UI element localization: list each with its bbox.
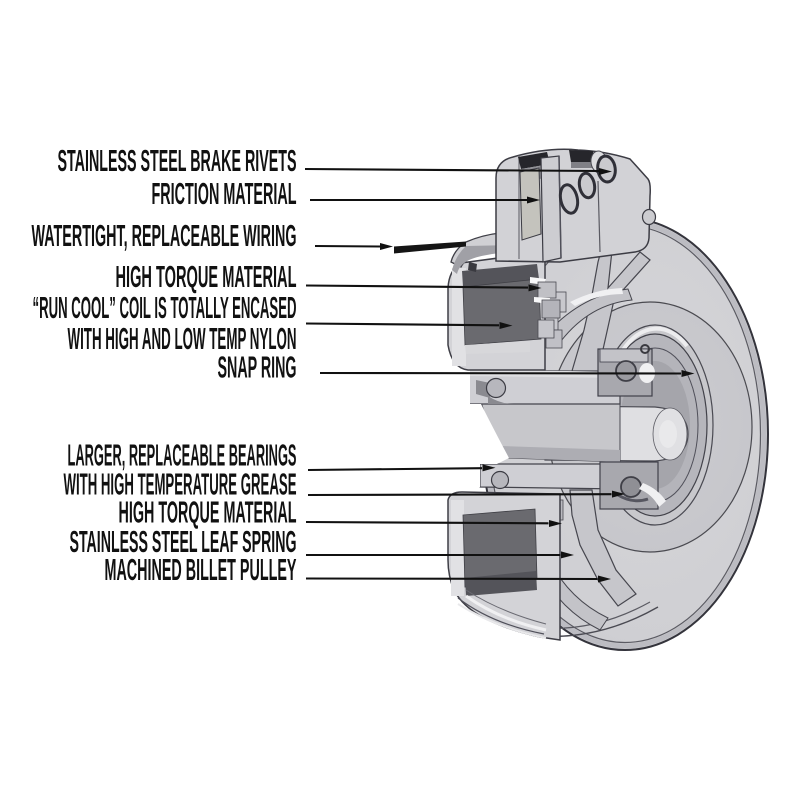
- svg-text:WITH HIGH TEMPERATURE GREASE: WITH HIGH TEMPERATURE GREASE: [64, 467, 297, 502]
- svg-text:WATERTIGHT, REPLACEABLE WIRING: WATERTIGHT, REPLACEABLE WIRING: [32, 218, 297, 253]
- svg-text:“RUN COOL” COIL IS TOTALLY ENC: “RUN COOL” COIL IS TOTALLY ENCASED: [33, 290, 297, 325]
- svg-text:STAINLESS STEEL BRAKE RIVETS: STAINLESS STEEL BRAKE RIVETS: [58, 143, 297, 178]
- svg-text:WITH HIGH AND LOW TEMP NYLON: WITH HIGH AND LOW TEMP NYLON: [68, 321, 297, 356]
- svg-text:HIGH TORQUE MATERIAL: HIGH TORQUE MATERIAL: [116, 259, 297, 294]
- svg-text:LARGER, REPLACEABLE BEARINGS: LARGER, REPLACEABLE BEARINGS: [68, 438, 297, 473]
- svg-text:SNAP RING: SNAP RING: [218, 350, 297, 385]
- svg-text:FRICTION MATERIAL: FRICTION MATERIAL: [152, 176, 297, 211]
- svg-text:HIGH TORQUE MATERIAL: HIGH TORQUE MATERIAL: [119, 495, 297, 530]
- svg-text:STAINLESS STEEL LEAF SPRING: STAINLESS STEEL LEAF SPRING: [70, 524, 297, 559]
- svg-text:MACHINED BILLET PULLEY: MACHINED BILLET PULLEY: [105, 552, 297, 587]
